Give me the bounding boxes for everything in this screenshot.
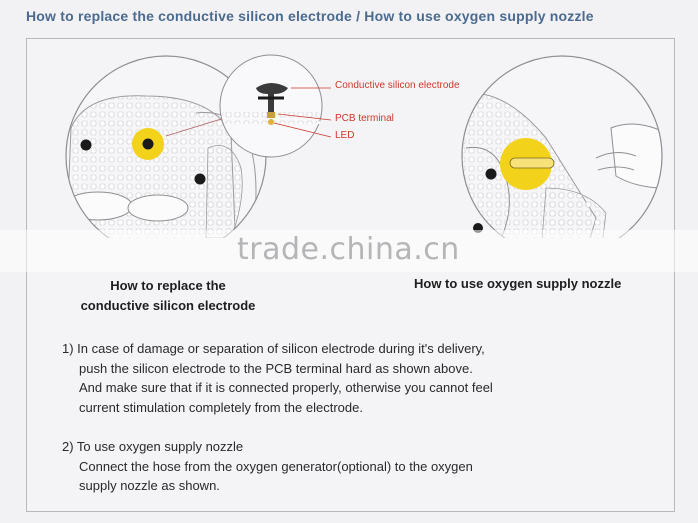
instruction-line: supply nozzle as shown. — [79, 478, 220, 493]
page-title: How to replace the conductive silicon el… — [26, 8, 594, 24]
instruction-item-2: 2) To use oxygen supply nozzle Connect t… — [62, 437, 473, 496]
callout-line — [273, 122, 332, 138]
electrode-diagram — [65, 54, 663, 238]
electrode-dot — [80, 139, 92, 151]
electrode-dot — [194, 173, 206, 185]
nozzle-view — [462, 56, 662, 238]
instruction-line: And make sure that if it is connected pr… — [79, 380, 493, 395]
caption-line: conductive silicon electrode — [80, 298, 256, 313]
right-circle-frame — [461, 55, 663, 238]
instruction-line: current stimulation completely from the … — [79, 399, 363, 415]
callout-led: LED — [335, 130, 355, 141]
instruction-line: Connect the hose from the oxygen generat… — [79, 458, 473, 474]
zoom-circle — [219, 54, 323, 158]
instruction-item-1: 1) In case of damage or separation of si… — [62, 339, 493, 417]
watermark-band — [0, 230, 698, 272]
caption-oxygen-nozzle: How to use oxygen supply nozzle — [414, 276, 622, 291]
instruction-line: push the silicon electrode to the PCB te… — [79, 360, 473, 376]
callout-line — [277, 113, 332, 121]
instruction-line: 1) In case of damage or separation of si… — [62, 341, 485, 356]
callout-pcb-terminal: PCB terminal — [335, 113, 394, 124]
instruction-line: 2) To use oxygen supply nozzle — [62, 439, 244, 454]
mask-face-view — [66, 56, 266, 238]
caption-line: How to replace the — [110, 278, 226, 293]
watermark-text: trade.china.cn — [237, 232, 460, 267]
caption-replace-electrode: How to replace the conductive silicon el… — [63, 276, 273, 316]
callout-electrode: Conductive silicon electrode — [335, 80, 460, 91]
